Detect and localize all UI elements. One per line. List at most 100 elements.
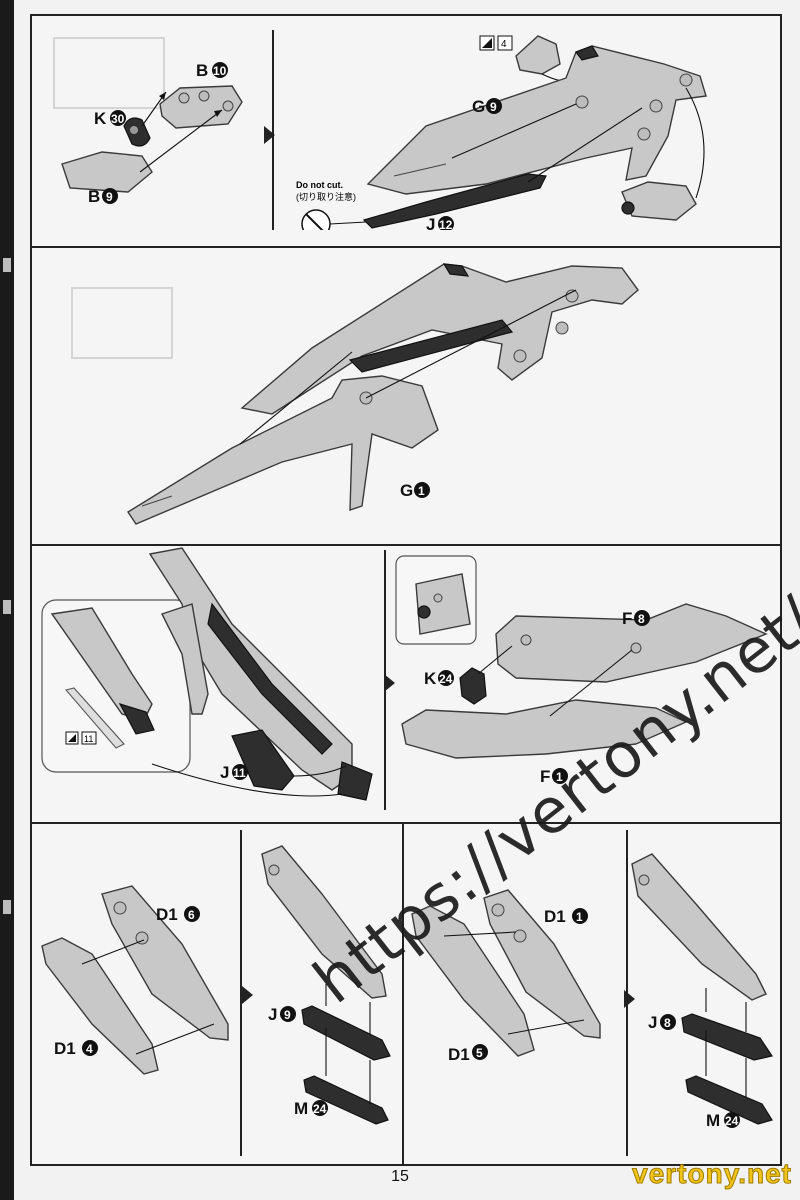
label-d14: D1 [54, 1039, 76, 1058]
badge-text: 1 [418, 484, 425, 498]
badge-text: 1 [556, 770, 563, 784]
pin [630, 642, 642, 654]
pin [679, 73, 693, 87]
guide-line [477, 645, 513, 675]
step3-diagram: G 1 [71, 263, 639, 525]
part-number-badge [184, 906, 200, 922]
pin [638, 874, 650, 886]
part-f8 [495, 603, 768, 683]
step1-diagram: B 10 K 30 B 9 [53, 37, 243, 206]
part-number-badge [724, 1112, 740, 1128]
part-detail [515, 35, 561, 75]
guide-line [151, 763, 343, 797]
pin [649, 99, 663, 113]
label-j9: J [268, 1005, 277, 1024]
pin [520, 634, 532, 646]
col-divider [240, 830, 242, 1156]
guide-line [135, 1023, 215, 1055]
badge-text: 12 [439, 218, 453, 230]
part-arm-side [161, 603, 209, 715]
watermark-site: vertony.net [632, 1158, 792, 1190]
label-b10: B [196, 61, 208, 80]
pin [637, 127, 651, 141]
ref-number: 11 [84, 734, 93, 744]
label-j11: J [220, 763, 229, 782]
pin [491, 903, 505, 917]
part-j11 [231, 729, 295, 791]
part-number-badge [102, 188, 118, 204]
label-d11: D1 [544, 907, 566, 926]
no-cut-icon-slash [305, 213, 324, 230]
pin [198, 90, 210, 102]
part-number-badge [232, 764, 248, 780]
badge-text: 9 [106, 190, 113, 204]
panel-line [393, 163, 447, 177]
pin [113, 901, 127, 915]
part-arm-tip [337, 761, 373, 801]
pin [433, 593, 443, 603]
badge-text: 5 [476, 1046, 483, 1060]
part-b9 [61, 151, 153, 193]
label-j8: J [648, 1013, 657, 1032]
pin [222, 100, 234, 112]
part-d15 [411, 905, 535, 1057]
label-d15: D1 [448, 1045, 470, 1064]
part-d11 [483, 889, 601, 1039]
guide-line [443, 931, 517, 937]
do-not-cut-note-jp: (切り取り注意) [296, 191, 356, 202]
part-detail-dark [118, 702, 155, 735]
label-g1: G [400, 481, 413, 500]
badge-text: 24 [439, 672, 453, 686]
row-divider [32, 544, 780, 546]
part-number-badge [572, 908, 588, 924]
ref-box [497, 35, 513, 51]
part-number-badge [438, 216, 454, 230]
arrow-head-icon [159, 92, 166, 100]
part-g9 [366, 45, 707, 195]
row-divider [32, 822, 780, 824]
part-j12 [362, 173, 547, 229]
part-m24 [303, 1075, 389, 1125]
part-f1 [401, 699, 688, 759]
step6-diagram: D1 6 D1 4 [41, 885, 229, 1075]
label-g9: G [472, 97, 485, 116]
badge-text: 4 [86, 1042, 93, 1056]
badge-text: 1 [576, 910, 583, 924]
guide-line [685, 87, 705, 199]
pin [575, 95, 589, 109]
label-m24: M [706, 1111, 720, 1130]
part-number-badge [312, 1100, 328, 1116]
step-arrow-icon [384, 674, 395, 692]
binding-spine [0, 0, 14, 1200]
ref-box [81, 731, 97, 745]
arrow-head-icon [214, 110, 222, 117]
step2-diagram: 4 Do not cut. (切り取り注意) G 9 J 12 [296, 35, 707, 230]
part-j12-assembled [348, 319, 514, 373]
guide-line [549, 649, 633, 717]
label-k30: K [94, 109, 107, 128]
part-number-badge [414, 482, 430, 498]
part-detail [415, 573, 471, 635]
guide-line [329, 221, 367, 225]
guide-line [365, 289, 577, 399]
label-k24: K [424, 669, 437, 688]
badge-text: 9 [284, 1008, 291, 1022]
pin [130, 126, 138, 134]
badge-text: 8 [664, 1016, 671, 1030]
part-number-badge [82, 1040, 98, 1056]
step-arrow-icon [624, 990, 635, 1008]
part-number-badge [552, 768, 568, 784]
guide-line [81, 939, 145, 965]
guide-line [239, 351, 353, 445]
step5-diagram: F 8 K 24 F 1 [395, 555, 768, 786]
pin [513, 349, 527, 363]
part-number-badge [110, 110, 126, 126]
label-d16: D1 [156, 905, 178, 924]
guide-line [527, 107, 643, 183]
label-m24: M [294, 1099, 308, 1118]
part-j8 [681, 1013, 773, 1061]
badge-text: 30 [111, 112, 125, 126]
no-cut-icon [301, 209, 331, 230]
label-f8: F [622, 609, 632, 628]
